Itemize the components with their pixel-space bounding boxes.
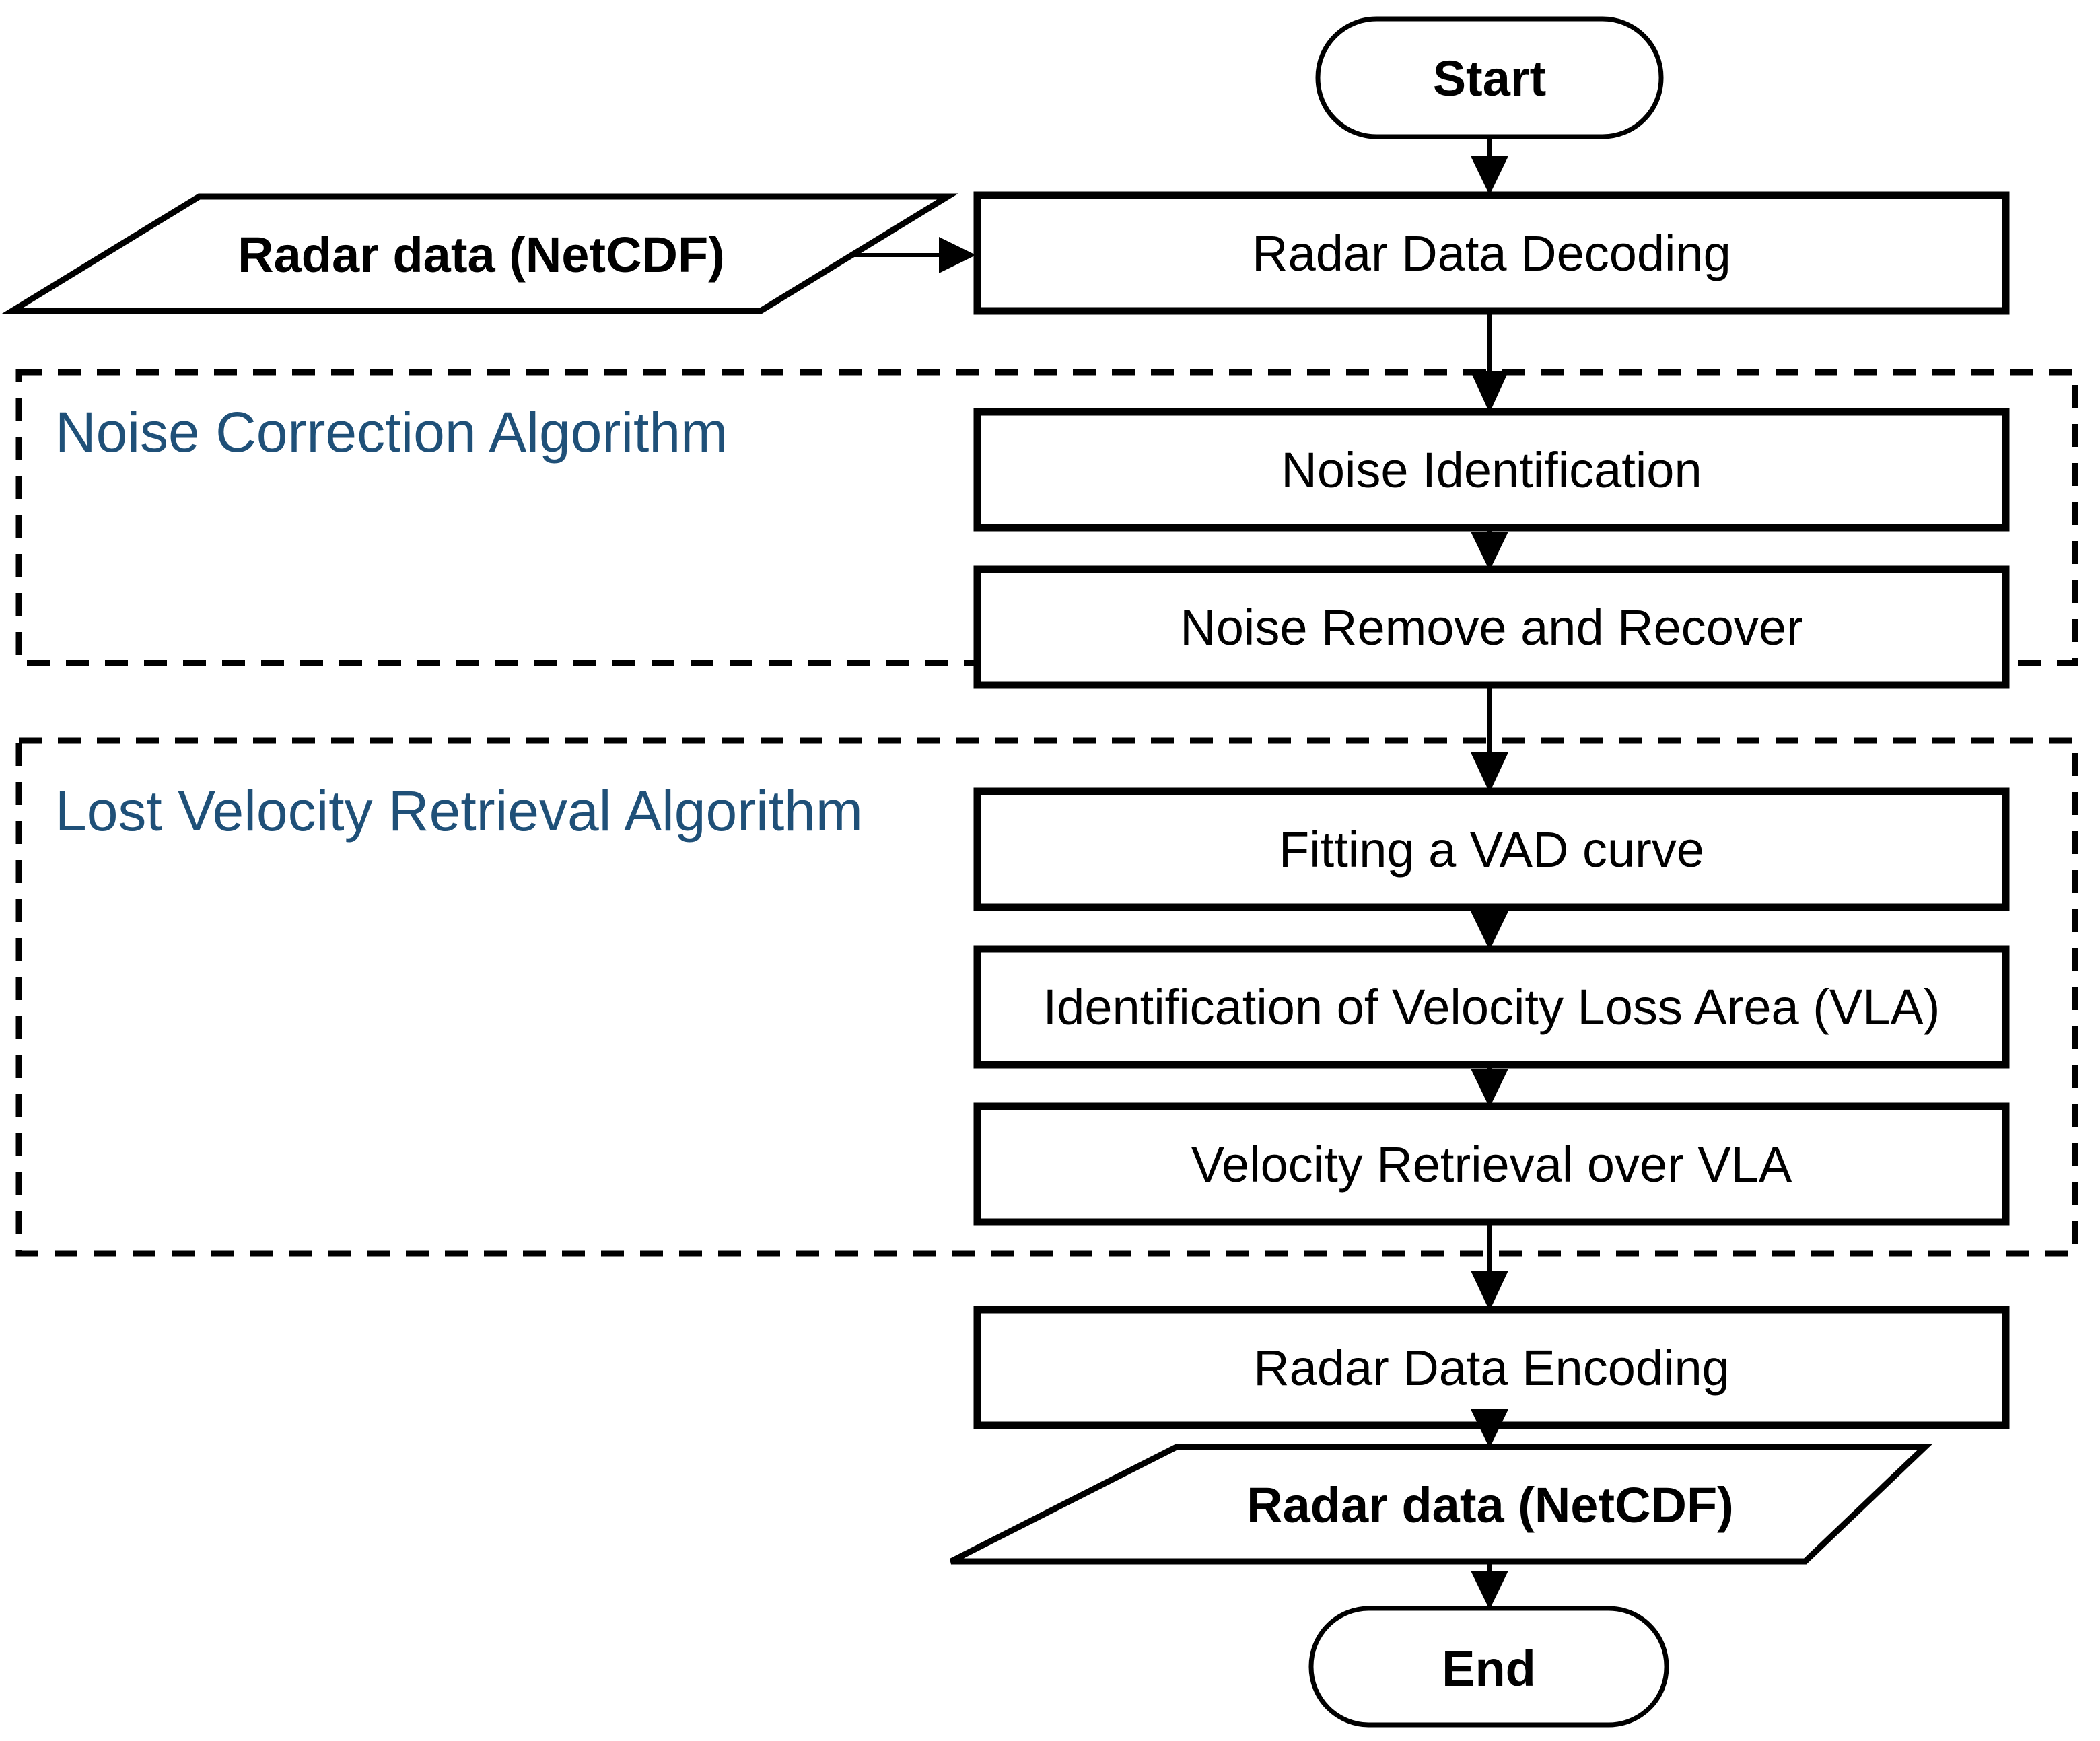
- edge-noise-remove-to-fitting-vad-arrowhead: [1471, 752, 1508, 793]
- edge-start-to-decoding-arrowhead: [1471, 156, 1508, 195]
- group-box-lost-velocity-retrieval: [15, 737, 2078, 1257]
- edge-velocity-retrieval-to-encoding-arrowhead: [1471, 1271, 1508, 1311]
- node-end-label: End: [1442, 1641, 1536, 1697]
- group-label-noise-correction: Noise Correction Algorithm: [55, 400, 728, 464]
- node-noise-remove-and-recover[interactable]: [973, 565, 2010, 689]
- node-noise-remove-and-recover-label: Noise Remove and Recover: [1180, 600, 1803, 655]
- node-fitting-a-vad-curve-label: Fitting a VAD curve: [1279, 822, 1704, 878]
- node-velocity-retrieval-over-vla-label: Velocity Retrieval over VLA: [1191, 1137, 1792, 1193]
- node-velocity-retrieval-over-vla[interactable]: [973, 1102, 2010, 1226]
- node-output-radar-data[interactable]: [949, 1444, 1933, 1565]
- node-radar-data-decoding-label: Radar Data Decoding: [1252, 225, 1731, 281]
- edge-identification-vla-to-velocity-retrieval-arrowhead: [1471, 1069, 1508, 1108]
- edge-output-to-end-arrowhead: [1471, 1571, 1508, 1610]
- edge-input-to-decoding-arrowhead: [939, 237, 976, 273]
- node-end[interactable]: [1308, 1606, 1669, 1728]
- node-fitting-a-vad-curve[interactable]: [973, 787, 2010, 911]
- edge-encoding-to-output-arrowhead: [1471, 1409, 1508, 1448]
- edge-decoding-to-noise-identification-arrowhead: [1471, 371, 1508, 413]
- node-identification-of-vla[interactable]: [973, 945, 2010, 1069]
- node-input-radar-data-label: Radar data (NetCDF): [238, 227, 725, 283]
- node-output-radar-data-label: Radar data (NetCDF): [1247, 1477, 1734, 1533]
- node-noise-identification-label: Noise Identification: [1281, 442, 1702, 498]
- edge-fitting-vad-to-identification-vla-arrowhead: [1471, 911, 1508, 950]
- group-label-lost-velocity-retrieval: Lost Velocity Retrieval Algorithm: [55, 779, 863, 843]
- node-identification-of-vla-label: Identification of Velocity Loss Area (VL…: [1043, 979, 1940, 1035]
- node-radar-data-encoding-label: Radar Data Encoding: [1253, 1340, 1730, 1396]
- edge-noise-identification-to-remove-arrowhead: [1471, 532, 1508, 571]
- node-start-label: Start: [1432, 50, 1547, 106]
- node-radar-data-encoding[interactable]: [973, 1306, 2010, 1429]
- node-input-radar-data[interactable]: [1, 193, 958, 314]
